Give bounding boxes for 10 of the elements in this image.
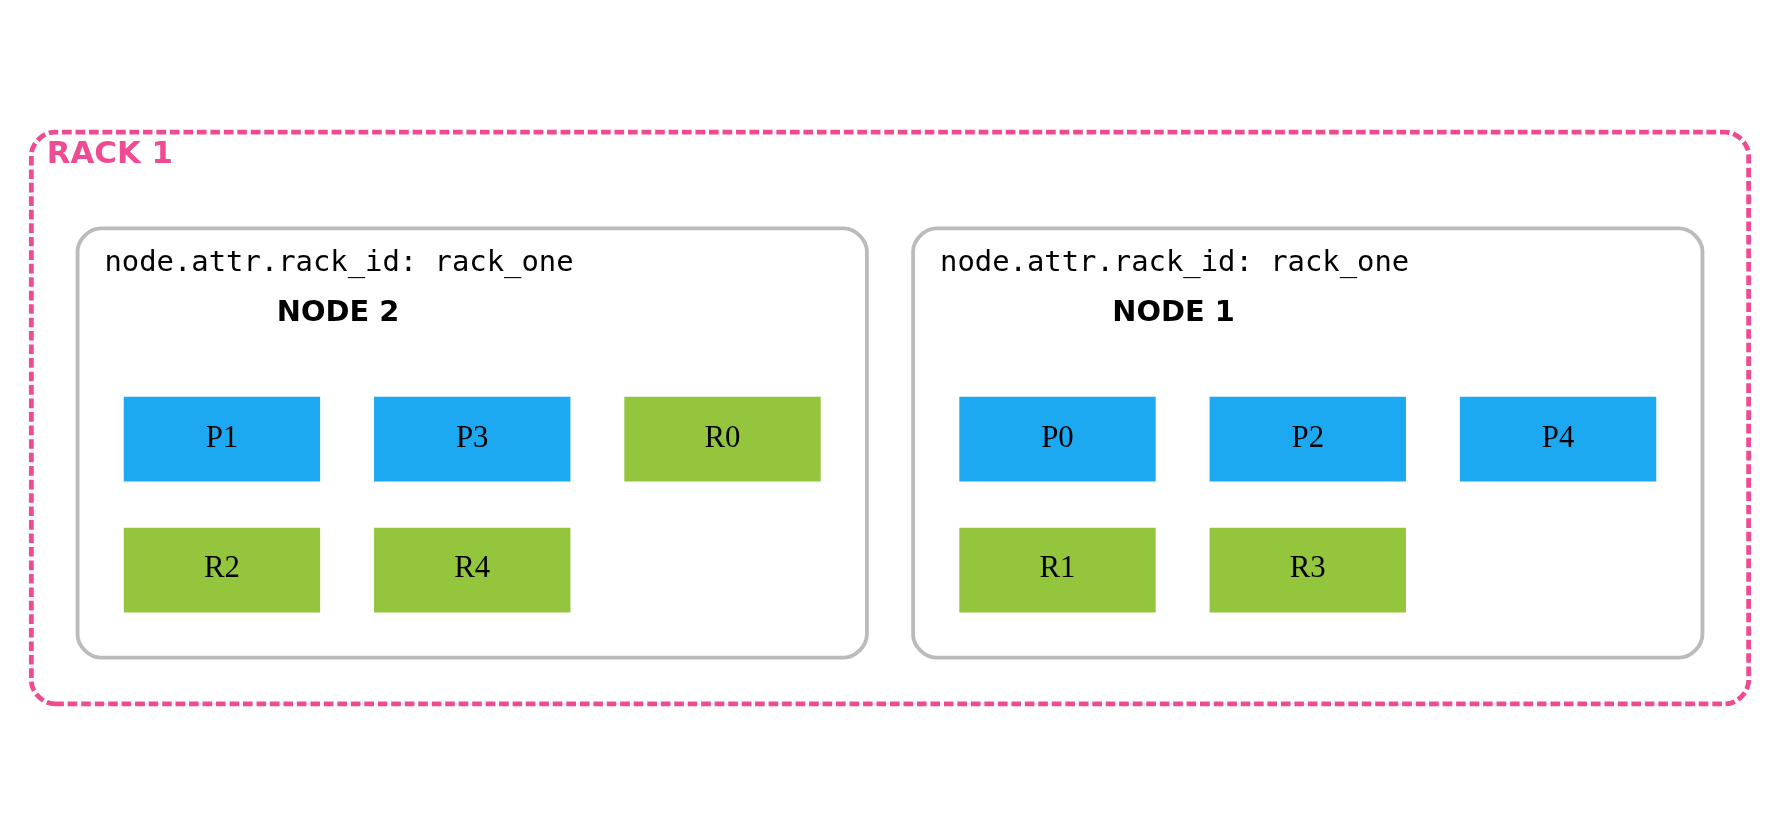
node-box: R3 bbox=[1209, 527, 1406, 613]
node-box: P0 bbox=[959, 396, 1156, 482]
node-box: P3 bbox=[374, 396, 571, 482]
node-box: P2 bbox=[1209, 396, 1406, 482]
node-box: P4 bbox=[1459, 396, 1657, 482]
node-box: R1 bbox=[959, 527, 1156, 613]
node-box: R4 bbox=[374, 527, 571, 613]
node-box: R0 bbox=[624, 396, 821, 482]
node-box: P1 bbox=[123, 396, 321, 482]
node-box: R2 bbox=[123, 527, 321, 613]
